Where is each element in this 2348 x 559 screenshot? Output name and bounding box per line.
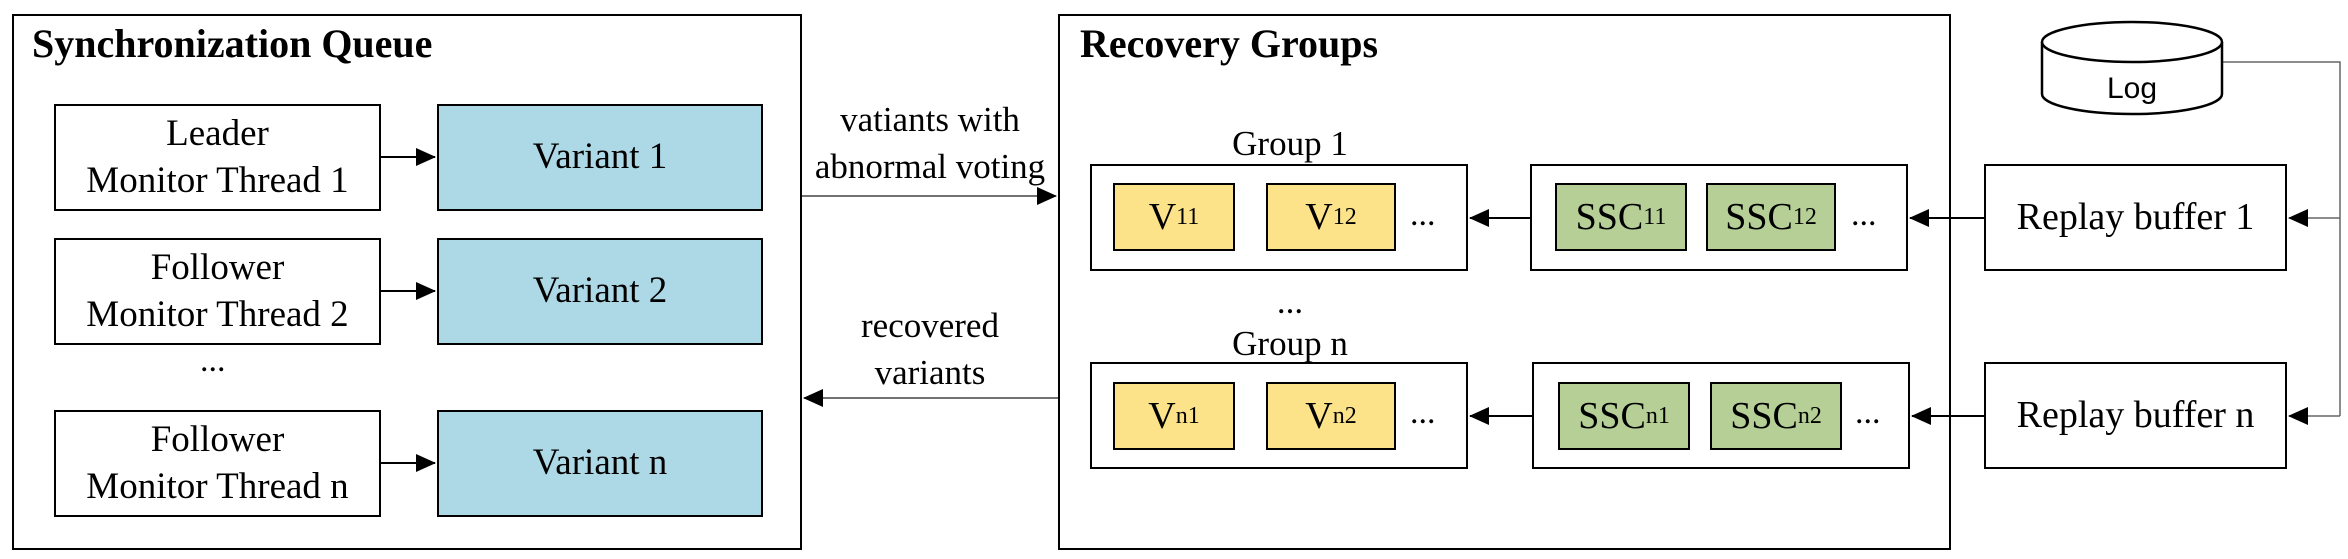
group-1-ssc-ellipsis: ...	[1851, 196, 1877, 233]
monitor-1-line2: Monitor Thread 1	[86, 159, 349, 201]
group-n-variants-ellipsis: ...	[1410, 394, 1436, 431]
forward-edge-label: vatiants with abnormal voting	[802, 96, 1058, 191]
variant-n: Variant n	[437, 410, 763, 517]
log-label: Log	[2106, 72, 2158, 105]
sync-queue-title: Synchronization Queue	[32, 21, 433, 66]
replay-buffer-1: Replay buffer 1	[1984, 164, 2287, 271]
monitor-n-line1: Follower	[150, 419, 285, 461]
groups-ellipsis: ...	[1276, 282, 1304, 321]
forward-edge-line2: abnormal voting	[814, 147, 1046, 187]
group-1-variants-ellipsis: ...	[1410, 196, 1436, 233]
recovery-groups-title: Recovery Groups	[1080, 21, 1379, 66]
monitor-ellipsis: ...	[200, 342, 226, 379]
log-connector-trunk	[2220, 61, 2341, 416]
log-database-icon	[2040, 20, 2224, 116]
monitor-1-line1: Leader	[166, 113, 269, 155]
forward-edge-line1: vatiants with	[840, 100, 1020, 139]
back-edge-line2: variants	[874, 353, 986, 393]
group-n-label: Group n	[1232, 324, 1348, 363]
variant-2: Variant 2	[437, 238, 763, 345]
monitor-2-line2: Monitor Thread 2	[86, 293, 349, 335]
monitor-n-line2: Monitor Thread n	[86, 465, 349, 507]
group-1-label: Group 1	[1232, 124, 1348, 163]
follower-monitor-thread-2: Follower Monitor Thread 2	[54, 238, 381, 345]
replay-buffer-n: Replay buffer n	[1984, 362, 2287, 469]
monitor-2-line1: Follower	[150, 247, 285, 289]
follower-monitor-thread-n: Follower Monitor Thread n	[54, 410, 381, 517]
leader-monitor-thread-1: Leader Monitor Thread 1	[54, 104, 381, 211]
back-edge-line1: recovered	[861, 306, 999, 345]
group-n-ssc-ellipsis: ...	[1855, 394, 1881, 431]
variant-1: Variant 1	[437, 104, 763, 211]
back-edge-label: recovered variants	[802, 302, 1058, 397]
